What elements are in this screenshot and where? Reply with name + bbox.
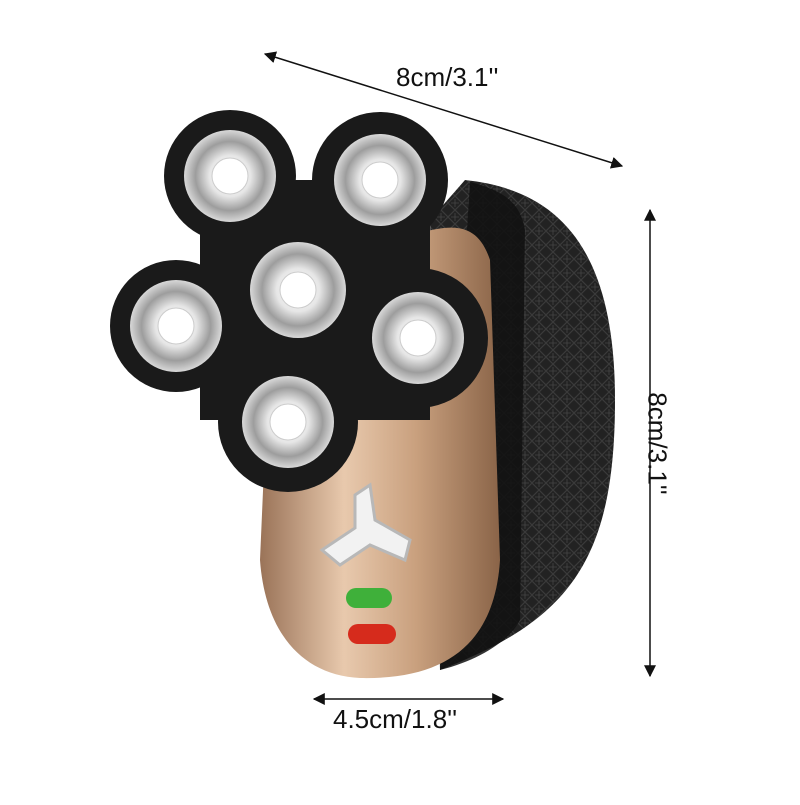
power-button: [319, 482, 412, 567]
shaving-head-assembly: [110, 110, 488, 492]
cutter-head: [250, 242, 346, 338]
length-label: 8cm/3.1'': [396, 62, 499, 92]
charging-indicator-light: [348, 624, 396, 644]
cutter-head: [184, 130, 276, 222]
cutter-head: [372, 292, 464, 384]
cutter-head: [130, 280, 222, 372]
cutter-head: [334, 134, 426, 226]
base-width-label: 4.5cm/1.8'': [333, 704, 458, 734]
height-label: 8cm/3.1'': [642, 392, 673, 495]
cutter-head: [242, 376, 334, 468]
top-dimension-line: [263, 51, 624, 169]
battery-indicator-light: [346, 588, 392, 608]
